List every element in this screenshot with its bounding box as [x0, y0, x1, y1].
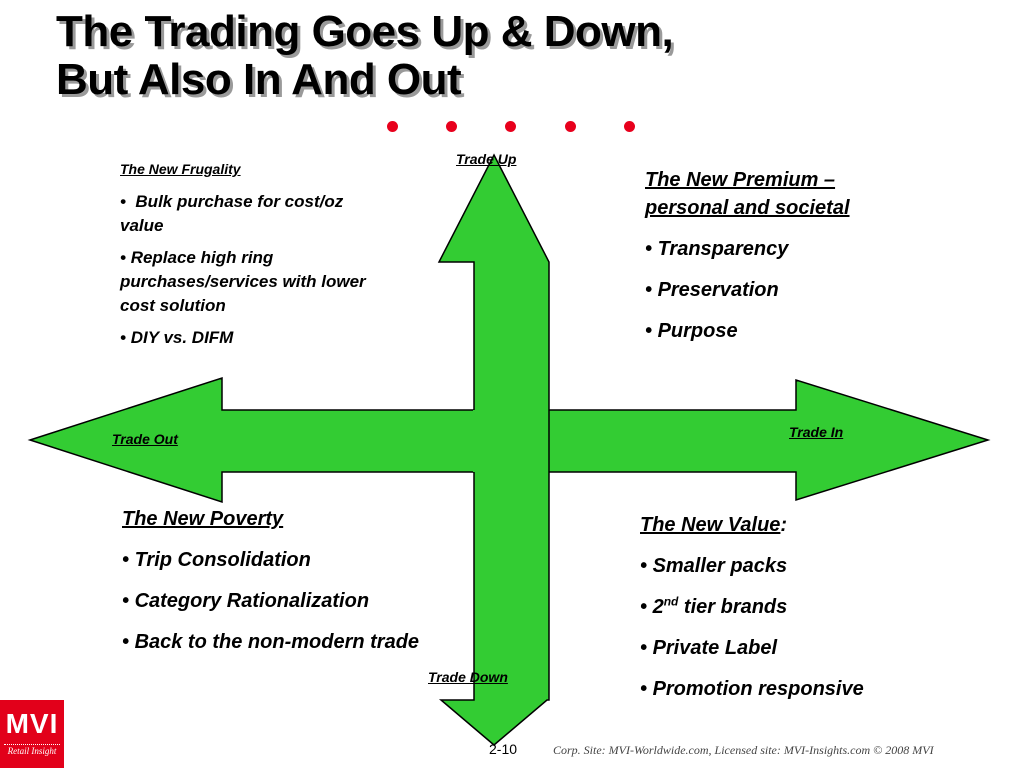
bullet-item: • Bulk purchase for cost/oz value [120, 192, 344, 235]
bullet-item: • Purpose [645, 320, 738, 342]
quadrant-title: The New Premium – personal and societal [645, 169, 850, 219]
bullet-item: • Transparency [645, 238, 789, 260]
bullet-item: • Private Label [640, 637, 778, 659]
slide-title-line-1: The Trading Goes Up & Down, [56, 7, 674, 56]
bullet-item: • Preservation [645, 279, 779, 301]
quadrant-title-row: The New Value: [640, 511, 910, 539]
arrow-center [473, 410, 548, 472]
logo-tagline: Retail Insight [4, 744, 60, 757]
quadrant-new-poverty: The New Poverty • Trip Consolidation • C… [122, 505, 482, 656]
quadrant-new-premium: The New Premium – personal and societal … [645, 166, 890, 345]
footer-copyright: Corp. Site: MVI-Worldwide.com, Licensed … [553, 743, 934, 757]
quadrant-title: The New Frugality [120, 161, 241, 177]
decorative-dot [505, 121, 516, 132]
logo-mark: MVI [5, 708, 59, 739]
bullet-item-tier-brands: • 2nd tier brands [640, 594, 788, 618]
bullet-item: • Smaller packs [640, 555, 788, 577]
trade-out-label: Trade Out [112, 431, 178, 447]
bullet-item: • Category Rationalization [122, 590, 370, 612]
quadrant-title: The New Poverty [122, 508, 284, 530]
trade-in-label: Trade In [789, 424, 844, 440]
quadrant-title-suffix: : [780, 514, 788, 536]
decorative-dot [387, 121, 398, 132]
bullet-item: • DIY vs. DIFM [120, 328, 234, 347]
quadrant-new-frugality: The New Frugality • Bulk purchase for co… [120, 160, 370, 350]
mvi-logo: MVI Retail Insight [0, 700, 64, 768]
trade-up-label: Trade Up [456, 151, 517, 167]
page-number: 2-10 [489, 741, 518, 757]
quadrant-new-value: The New Value: • Smaller packs • 2nd tie… [640, 511, 910, 703]
bullet-item: • Replace high ring purchases/services w… [120, 248, 366, 315]
slide-title: The Trading Goes Up & Down, But Also In … [56, 7, 674, 104]
decorative-dot [565, 121, 576, 132]
quadrant-title: The New Value [640, 514, 781, 536]
decorative-dot [446, 121, 457, 132]
bullet-item: • Promotion responsive [640, 678, 864, 700]
decorative-dot [624, 121, 635, 132]
slide-title-line-2: But Also In And Out [56, 55, 462, 104]
bullet-item: • Back to the non-modern trade [122, 631, 420, 653]
trade-down-label: Trade Down [428, 669, 508, 685]
bullet-item: • Trip Consolidation [122, 549, 311, 571]
